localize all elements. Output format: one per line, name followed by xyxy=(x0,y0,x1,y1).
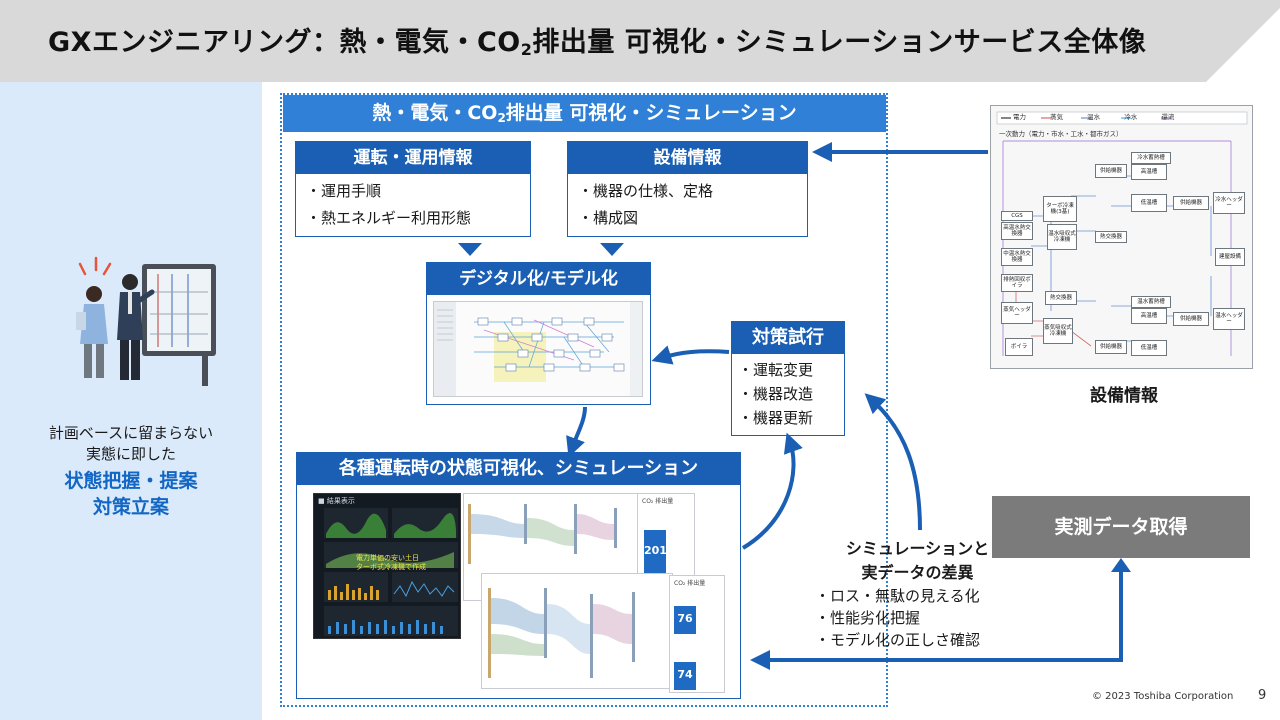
visualization-card: 各種運転時の状態可視化、シミュレーション ■ 結果表示 xyxy=(296,452,741,699)
diagram-box: 高温槽 xyxy=(1131,164,1167,180)
simulation-header: 熱・電気・CO2排出量 可視化・シミュレーション xyxy=(283,95,886,132)
diagram-box: 供給機器 xyxy=(1095,340,1127,354)
exclamation-marks xyxy=(78,256,112,276)
difference-title-line-2: 実データの差異 xyxy=(861,563,974,582)
diagram-box: 供給機器 xyxy=(1173,312,1209,326)
diagram-note: 一次動力（電力・市水・工水・都市ガス） xyxy=(999,130,1123,138)
diagram-box: 蒸気吸収式冷凍機 xyxy=(1043,318,1073,344)
visualization-title: 各種運転時の状態可視化、シミュレーション xyxy=(297,453,740,485)
diagram-box: 排熱回収ボイラ xyxy=(1001,274,1033,292)
diagram-box: 中温水熱交換器 xyxy=(1001,248,1033,266)
equipment-item: 機器の仕様、定格 xyxy=(578,178,797,205)
diagram-box: 熱交換器 xyxy=(1045,291,1077,305)
operation-info-title: 運転・運用情報 xyxy=(296,142,530,174)
diagram-box: 建屋設備 xyxy=(1215,248,1245,266)
sankey-screenshot-lower xyxy=(481,573,673,689)
diagram-box: 供給機器 xyxy=(1095,164,1127,178)
woman-figure xyxy=(76,286,108,378)
equipment-info-card: 設備情報 機器の仕様、定格 構成図 xyxy=(567,141,808,237)
diagram-box: 高温槽 xyxy=(1131,308,1167,324)
people-at-board-illustration xyxy=(76,256,216,386)
difference-item: モデル化の正しさ確認 xyxy=(815,629,1020,651)
model-graph-thumbnail xyxy=(434,302,642,396)
measured-data-box: 実測データ取得 xyxy=(992,496,1250,558)
page-number: 9 xyxy=(1258,688,1267,703)
countermeasure-card: 対策試行 運転変更 機器改造 機器更新 xyxy=(731,321,845,436)
countermeasure-title: 対策試行 xyxy=(732,322,844,354)
operation-item: 熱エネルギー利用形態 xyxy=(306,205,520,232)
dashboard-note: 電力単価の安い土日 ターボ式冷凍機で作成 xyxy=(356,554,426,571)
diagram-box: 温水吸収式冷凍機 xyxy=(1047,224,1077,250)
arrow-measure-up-head xyxy=(1111,558,1131,572)
co2-bar-upper: CO₂ 排出量 201 xyxy=(637,493,695,583)
page-title: GXエンジニアリング：熱・電気・CO2排出量 可視化・シミュレーションサービス全… xyxy=(48,27,1147,59)
man-figure xyxy=(117,274,155,380)
diagram-box: 熱交換器 xyxy=(1095,231,1127,243)
dashboard-title: ■ 結果表示 xyxy=(318,497,355,505)
diagram-box: 供給機器 xyxy=(1173,196,1209,210)
diagram-box: 低温槽 xyxy=(1131,340,1167,356)
difference-item: ロス・無駄の見える化 xyxy=(815,585,1020,607)
left-caption-line-2: 実態に即した xyxy=(85,445,176,463)
diagram-box: 低温槽 xyxy=(1131,194,1167,212)
title-bar xyxy=(0,0,1280,82)
presentation-board xyxy=(142,264,216,386)
diagram-box: ターボ冷凍機(3基) xyxy=(1043,196,1077,222)
left-emphasis-line-1: 状態把握・提案 xyxy=(64,470,198,492)
countermeasure-item: 機器改造 xyxy=(738,382,838,406)
dashboard-charts xyxy=(324,508,458,636)
co2-value-middle: 76 xyxy=(677,612,693,625)
co2-bar-lower: CO₂ 排出量 76 74 xyxy=(669,575,725,693)
diagram-box: 蒸気ヘッダー xyxy=(1001,302,1033,324)
sankey-chart-upper xyxy=(468,504,617,564)
diagram-box: 温水ヘッダー xyxy=(1213,308,1245,330)
diagram-legend: 電力 蒸気 温水 冷水 還流 xyxy=(1013,113,1175,121)
diagram-box: 冷水蓄熱槽 xyxy=(1131,152,1171,164)
operation-item: 運用手順 xyxy=(306,178,520,205)
digital-model-title: デジタル化/モデル化 xyxy=(427,263,650,295)
diagram-box: 高温水熱交換器 xyxy=(1001,222,1033,240)
sankey-chart-lower xyxy=(488,588,635,678)
equipment-item: 構成図 xyxy=(578,205,797,232)
simulation-difference-block: シミュレーションと 実データの差異 ロス・無駄の見える化 性能劣化把握 モデル化… xyxy=(815,537,1020,651)
left-emphasis-line-2: 対策立案 xyxy=(92,496,169,518)
digital-model-card: デジタル化/モデル化 xyxy=(426,262,651,405)
dashboard-screenshot: ■ 結果表示 電力 xyxy=(313,493,461,639)
copyright: © 2023 Toshiba Corporation xyxy=(1092,691,1234,702)
equipment-info-title: 設備情報 xyxy=(568,142,807,174)
diagram-box: CGS xyxy=(1001,211,1033,221)
co2-value-lower: 74 xyxy=(677,668,693,681)
diagram-box: ボイラ xyxy=(1005,338,1033,356)
diagram-box: 冷水ヘッダー xyxy=(1213,192,1245,214)
diagram-box: 温水蓄熱槽 xyxy=(1131,296,1171,308)
difference-item: 性能劣化把握 xyxy=(815,607,1020,629)
co2-value-upper: 201 xyxy=(644,544,667,557)
model-editor-screenshot xyxy=(433,301,643,397)
countermeasure-item: 運転変更 xyxy=(738,358,838,382)
operation-info-card: 運転・運用情報 運用手順 熱エネルギー利用形態 xyxy=(295,141,531,237)
left-panel: 計画ベースに留まらない 実態に即した 状態把握・提案 対策立案 xyxy=(0,82,262,720)
equipment-info-label: 設備情報 xyxy=(1090,386,1158,406)
difference-title-line-1: シミュレーションと xyxy=(845,539,990,558)
left-caption-line-1: 計画ベースに留まらない xyxy=(48,424,214,442)
countermeasure-item: 機器更新 xyxy=(738,406,838,430)
